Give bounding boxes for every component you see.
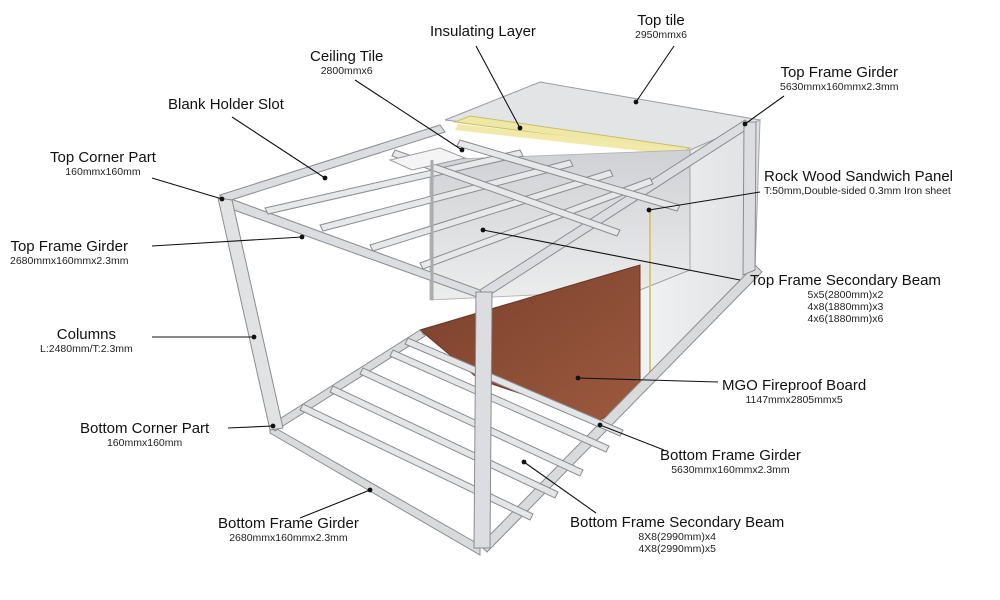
label-bottom-frame-girder-right: Bottom Frame Girder 5630mmx160mmx2.3mm [660, 447, 801, 476]
bottom-frame-girder-back-shape [269, 329, 426, 432]
top-frame-girder-left-title: Top Frame Girder [10, 238, 128, 255]
columns-title: Columns [56, 326, 116, 343]
label-ceiling-tile: Ceiling Tile 2800mmx6 [310, 48, 383, 77]
bottom-frame-girder-right-spec: 5630mmx160mmx2.3mm [671, 464, 790, 477]
ceiling-tile [388, 147, 467, 171]
ceiling-tile-title: Ceiling Tile [310, 48, 384, 65]
mgo-board-title: MGO Fireproof Board [722, 377, 867, 394]
label-top-frame-girder-left: Top Frame Girder 2680mmx160mmx2.3mm [10, 238, 128, 267]
rock-wood-panel-spec: T:50mm,Double-sided 0.3mm Iron sheet [764, 185, 951, 198]
columns-spec: L:2480mm/T:2.3mm [40, 343, 133, 356]
leader-dots [219, 99, 748, 493]
rock-wood-panel-title: Rock Wood Sandwich Panel [764, 168, 953, 185]
column-back-right [742, 121, 757, 276]
top-tile-title: Top tile [637, 12, 685, 29]
label-blank-holder-slot: Blank Holder Slot [168, 96, 284, 113]
label-bottom-corner-part: Bottom Corner Part 160mmx160mm [80, 420, 209, 449]
bottom-secondary-beams [299, 337, 624, 521]
mgo-board-spec: 1147mmx2805mmx5 [745, 394, 843, 407]
label-top-tile: Top tile 2950mmx6 [635, 12, 687, 41]
bottom-secondary-spec-2: 4X8(2990mm)x5 [638, 543, 716, 556]
top-tile-spec: 2950mmx6 [635, 29, 687, 42]
label-columns: Columns L:2480mm/T:2.3mm [40, 326, 133, 355]
bottom-corner-part-spec: 160mmx160mm [106, 437, 183, 450]
top-secondary-spec-3: 4x6(1880mm)x6 [807, 313, 884, 326]
blank-holder-slot-title: Blank Holder Slot [168, 96, 284, 113]
bottom-secondary-spec-1: 8X8(2990mm)x4 [638, 531, 716, 544]
ceiling-tile-spec: 2800mmx6 [320, 65, 373, 78]
top-secondary-spec-1: 5x5(2800mm)x2 [807, 289, 884, 302]
bottom-frame-secondary-beam-title: Bottom Frame Secondary Beam [570, 514, 785, 531]
insulating-layer-title: Insulating Layer [430, 23, 536, 40]
label-top-corner-part: Top Corner Part 160mmx160mm [50, 149, 156, 178]
top-corner-part-title: Top Corner Part [50, 149, 156, 166]
top-frame-girder-left-spec: 2680mmx160mmx2.3mm [10, 255, 129, 268]
top-secondary-spec-2: 4x8(1880mm)x3 [807, 301, 884, 314]
column-front-left [217, 197, 284, 431]
top-frame-girder-right-title: Top Frame Girder [780, 64, 898, 81]
label-bottom-frame-girder-left: Bottom Frame Girder 2680mmx160mmx2.3mm [218, 515, 359, 544]
label-top-frame-girder-right: Top Frame Girder 5630mmx160mmx2.3mm [780, 64, 898, 93]
bottom-frame-girder-left-spec: 2680mmx160mmx2.3mm [229, 532, 348, 545]
label-bottom-frame-secondary-beam: Bottom Frame Secondary Beam 8X8(2990mm)x… [570, 514, 784, 555]
insulating-layer-band [455, 124, 690, 156]
leader-lines [151, 45, 785, 519]
label-top-frame-secondary-beam: Top Frame Secondary Beam 5x5(2800mm)x2 4… [750, 272, 941, 325]
label-mgo-board: MGO Fireproof Board 1147mmx2805mmx5 [722, 377, 866, 406]
top-frame-secondary-beam-title: Top Frame Secondary Beam [750, 272, 941, 289]
bottom-frame-girder-left-title: Bottom Frame Girder [218, 515, 359, 532]
label-insulating-layer: Insulating Layer [430, 23, 536, 40]
top-corner-part-spec: 160mmx160mm [65, 166, 141, 179]
bottom-corner-part-title: Bottom Corner Part [80, 420, 210, 437]
column-front-right [473, 291, 493, 549]
bottom-frame-girder-right-title: Bottom Frame Girder [660, 447, 801, 464]
label-rock-wood-panel: Rock Wood Sandwich Panel T:50mm,Double-s… [764, 168, 953, 197]
top-frame-girder-right-spec: 5630mmx160mmx2.3mm [780, 81, 899, 94]
